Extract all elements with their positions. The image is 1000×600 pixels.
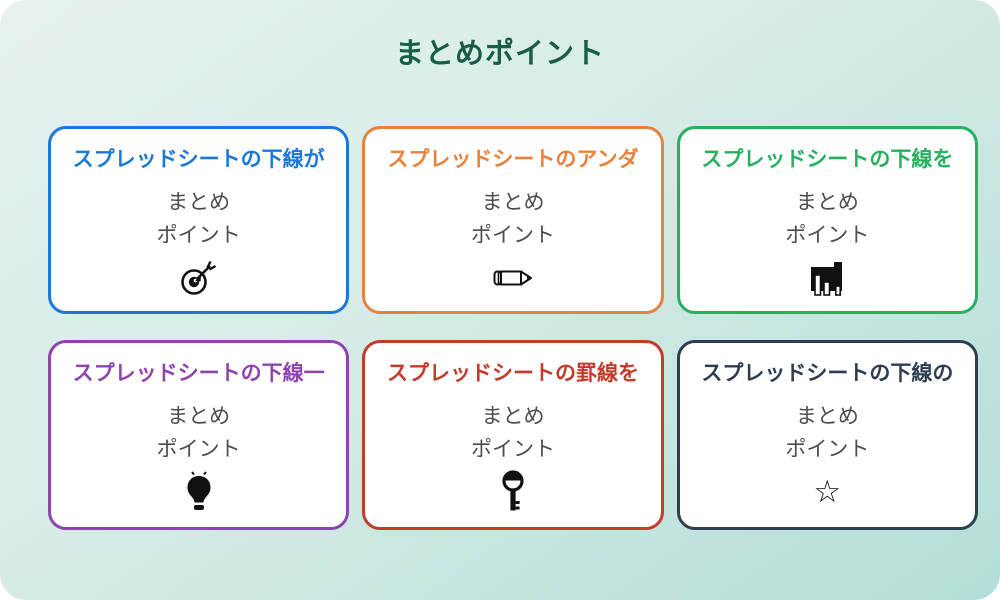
target-dart-icon [179,257,219,299]
lightbulb-icon [183,471,215,513]
card-underline-2: スプレッドシートのアンダ まとめ ポイント [362,126,664,314]
card-line: ポイント [156,438,241,461]
card-line: まとめ [795,405,859,428]
card-underline-6: スプレッドシートの下線の まとめ ポイント ☆ [676,340,978,530]
card-line: まとめ [481,191,545,214]
card-title: スプレッドシートの下線を [701,148,954,171]
card-line: まとめ [167,191,231,214]
card-line: ポイント [470,438,555,461]
card-title: スプレッドシートのアンダ [387,148,639,171]
card-grid: スプレッドシートの下線が まとめ ポイント スプレッドシートのアンダ まとめ ポ… [48,126,978,530]
card-underline-3: スプレッドシートの下線を まとめ ポイント [676,126,978,314]
card-underline-4: スプレッドシートの下線一 まとめ ポイント [48,340,350,530]
card-line: まとめ [795,191,859,214]
card-line: ポイント [785,438,870,461]
card-line: ポイント [156,224,241,247]
star-icon: ☆ [813,471,841,513]
card-title: スプレッドシートの下線一 [72,362,325,385]
bar-chart-icon [809,257,845,299]
card-line: ポイント [470,224,555,247]
page-title: まとめポイント [394,38,605,70]
card-title: スプレッドシートの下線の [701,362,954,385]
key-icon [499,470,527,513]
card-title: スプレッドシートの下線が [72,148,325,171]
star-glyph: ☆ [813,474,842,510]
card-line: まとめ [167,405,231,428]
card-ruled-line: スプレッドシートの罫線を まとめ ポイント [362,340,664,530]
card-underline-1: スプレッドシートの下線が まとめ ポイント [48,126,350,314]
card-line: まとめ [481,405,545,428]
pencil-icon [491,257,535,299]
card-title: スプレッドシートの罫線を [386,362,639,385]
card-line: ポイント [785,224,870,247]
